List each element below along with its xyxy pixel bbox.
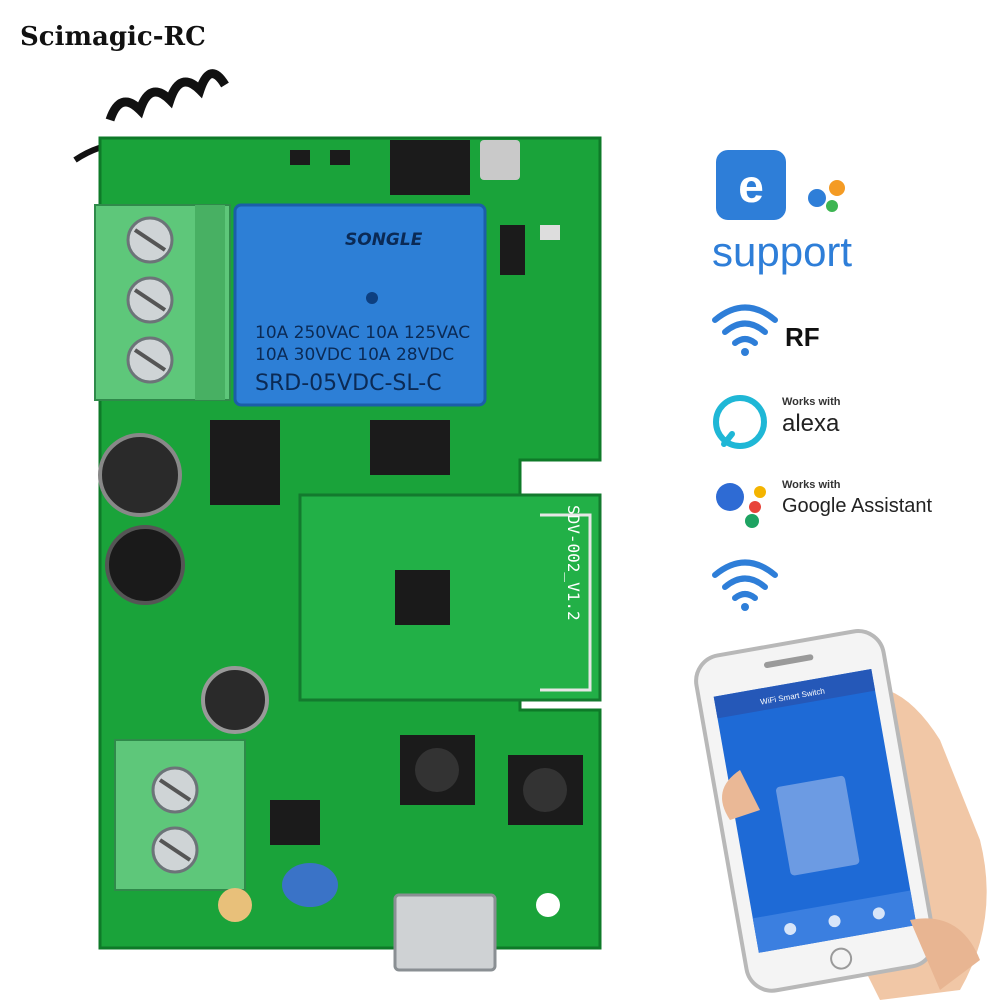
esupport-logo: e support bbox=[712, 148, 912, 278]
esupport-letter: e bbox=[738, 160, 764, 212]
relay-rating-2: 10A 30VDC 10A 28VDC bbox=[255, 345, 454, 365]
alexa-icon bbox=[713, 395, 767, 449]
wifi-module: SDV-002_V1.2 bbox=[298, 493, 602, 702]
relay-model: SRD-05VDC-SL-C bbox=[255, 371, 442, 396]
rf-label: RF bbox=[785, 322, 820, 352]
relay-board-photo: SONGLE 10A 250VAC 10A 125VAC 10A 30VDC 1… bbox=[73, 69, 602, 972]
alexa-badge: Works with alexa bbox=[710, 392, 990, 462]
electrolytic-capacitor bbox=[98, 433, 182, 517]
module-label: SDV-002_V1.2 bbox=[564, 505, 583, 621]
google-label: Google Assistant bbox=[782, 495, 933, 517]
google-assistant-badge: Works with Google Assistant bbox=[710, 475, 990, 545]
wifi-icon-large bbox=[712, 559, 778, 611]
google-assistant-icon bbox=[716, 483, 766, 528]
micro-usb-port bbox=[393, 893, 497, 972]
phone-in-hand: WiFi Smart Switch bbox=[680, 620, 1000, 1000]
google-works-with: Works with bbox=[782, 479, 841, 491]
rf-badge: RF bbox=[710, 300, 990, 370]
relay-rating-1: 10A 250VAC 10A 125VAC bbox=[255, 323, 470, 343]
brand-name: Scimagic-RC bbox=[20, 22, 206, 52]
alexa-works-with: Works with bbox=[782, 396, 841, 408]
relay-brand: SONGLE bbox=[345, 230, 423, 250]
push-buttons bbox=[400, 735, 583, 825]
esupport-word: support bbox=[712, 228, 852, 275]
terminal-block-bottom bbox=[114, 739, 246, 891]
relay: SONGLE 10A 250VAC 10A 125VAC 10A 30VDC 1… bbox=[233, 203, 487, 407]
alexa-label: alexa bbox=[782, 410, 840, 437]
terminal-block-top bbox=[94, 204, 231, 401]
wifi-icon bbox=[712, 304, 778, 356]
inductor bbox=[105, 525, 185, 605]
